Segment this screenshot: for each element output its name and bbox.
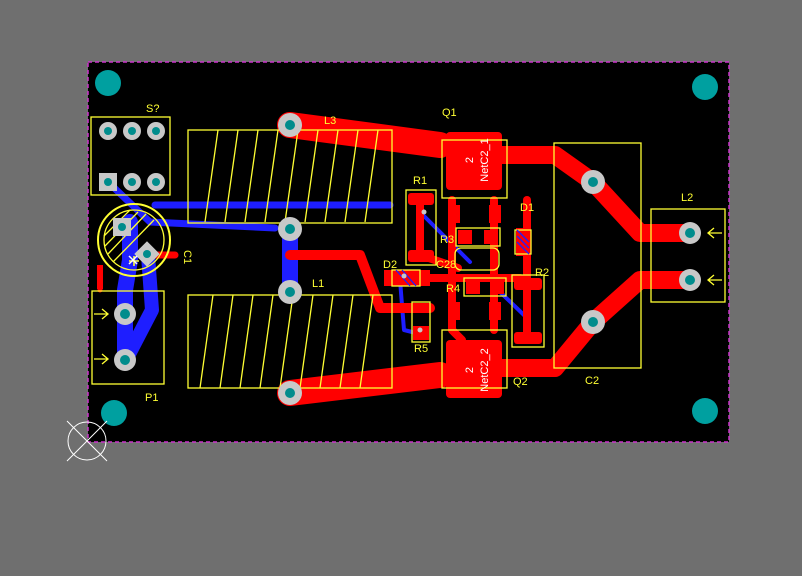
q2-tab-pad[interactable] — [446, 340, 502, 398]
origin-marker-icon — [66, 420, 108, 462]
label-c2[interactable]: C2 — [585, 375, 599, 387]
r1-pad[interactable] — [408, 193, 434, 205]
resistor-r3-outline[interactable] — [455, 227, 501, 247]
label-r1[interactable]: R1 — [413, 175, 427, 187]
q1-net-name: NetC2_1 — [479, 138, 491, 181]
trace-top[interactable] — [285, 250, 435, 313]
connector-p1-outline[interactable] — [91, 290, 165, 385]
mounting-hole[interactable] — [95, 70, 121, 96]
mounting-holes — [95, 70, 718, 426]
designator-labels: S? L3 L1 L2 Q1 Q2 R1 R2 R3 R4 R5 D1 D2 C… — [145, 103, 693, 404]
q1-pad-number: 2 — [464, 157, 476, 163]
smd-pad[interactable] — [489, 205, 501, 223]
resistor-r5-outline[interactable] — [411, 301, 431, 343]
label-r4[interactable]: R4 — [446, 283, 460, 295]
label-s[interactable]: S? — [146, 103, 159, 115]
label-c28[interactable]: C28 — [436, 259, 456, 271]
label-r5[interactable]: R5 — [414, 343, 428, 355]
mounting-hole[interactable] — [692, 398, 718, 424]
inductor-l3-winding — [204, 129, 379, 223]
capacitor-c28-outline[interactable] — [454, 247, 500, 271]
capacitor-c1-inner — [103, 209, 165, 271]
q2-outline[interactable] — [441, 329, 508, 389]
r2-pad[interactable] — [514, 332, 542, 344]
component-center-marker — [128, 255, 138, 265]
label-p1[interactable]: P1 — [145, 392, 158, 404]
via[interactable] — [417, 327, 423, 333]
drill-holes — [104, 120, 695, 398]
board-outline — [87, 61, 730, 443]
pin-arrow-icon — [706, 227, 722, 239]
inductor-l1-winding — [199, 294, 374, 389]
resistor-r2-outline[interactable] — [511, 274, 545, 348]
label-l1[interactable]: L1 — [312, 278, 324, 290]
smd-pad[interactable] — [489, 302, 501, 320]
capacitor-c1-outline[interactable] — [97, 203, 171, 277]
pin-arrow-icon — [94, 353, 110, 365]
c1-pad[interactable] — [97, 265, 103, 289]
resistor-r4-outline[interactable] — [463, 277, 507, 297]
smd-pad[interactable] — [448, 302, 460, 320]
top-copper-pads — [97, 132, 542, 398]
q1-tab-pad[interactable] — [446, 132, 502, 190]
label-c1[interactable]: C1 — [181, 250, 193, 264]
r2-pad[interactable] — [514, 278, 542, 290]
r4-pad[interactable] — [490, 280, 504, 294]
diode-d1-outline[interactable] — [514, 229, 532, 255]
label-l3[interactable]: L3 — [324, 115, 336, 127]
pin-arrow-icon — [94, 308, 110, 320]
header-s-outline[interactable] — [90, 116, 171, 196]
connector-l2-outline[interactable] — [650, 208, 726, 303]
capacitor-c2-outline[interactable] — [553, 142, 642, 369]
vias — [401, 209, 427, 333]
mounting-hole[interactable] — [101, 400, 127, 426]
diode-d1-hatch — [516, 229, 530, 255]
resistor-r1-outline[interactable] — [405, 189, 437, 266]
net-labels: 2 NetC2_1 2 NetC2_2 — [464, 138, 491, 391]
mounting-hole[interactable] — [692, 74, 718, 100]
q1-outline[interactable] — [441, 139, 508, 199]
label-l2[interactable]: L2 — [681, 192, 693, 204]
label-r2[interactable]: R2 — [535, 267, 549, 279]
trace-top[interactable] — [277, 112, 453, 158]
r5-pad[interactable] — [413, 326, 429, 340]
smd-pad[interactable] — [448, 205, 460, 223]
r3-pad[interactable] — [484, 230, 498, 244]
label-r3[interactable]: R3 — [440, 234, 454, 246]
r4-pad[interactable] — [466, 280, 480, 294]
trace-top[interactable] — [277, 362, 453, 406]
label-d1[interactable]: D1 — [520, 202, 534, 214]
q2-net-name: NetC2_2 — [479, 348, 491, 391]
via[interactable] — [421, 209, 427, 215]
pin-arrow-icon — [706, 274, 722, 286]
label-d2[interactable]: D2 — [383, 259, 397, 271]
r3-pad[interactable] — [458, 230, 472, 244]
label-q2[interactable]: Q2 — [513, 376, 528, 388]
q2-pad-number: 2 — [464, 367, 476, 373]
r1-pad[interactable] — [408, 250, 434, 262]
via[interactable] — [401, 273, 407, 279]
diode-d2-outline[interactable] — [391, 269, 421, 287]
label-q1[interactable]: Q1 — [442, 107, 457, 119]
d2-body[interactable] — [384, 270, 430, 286]
